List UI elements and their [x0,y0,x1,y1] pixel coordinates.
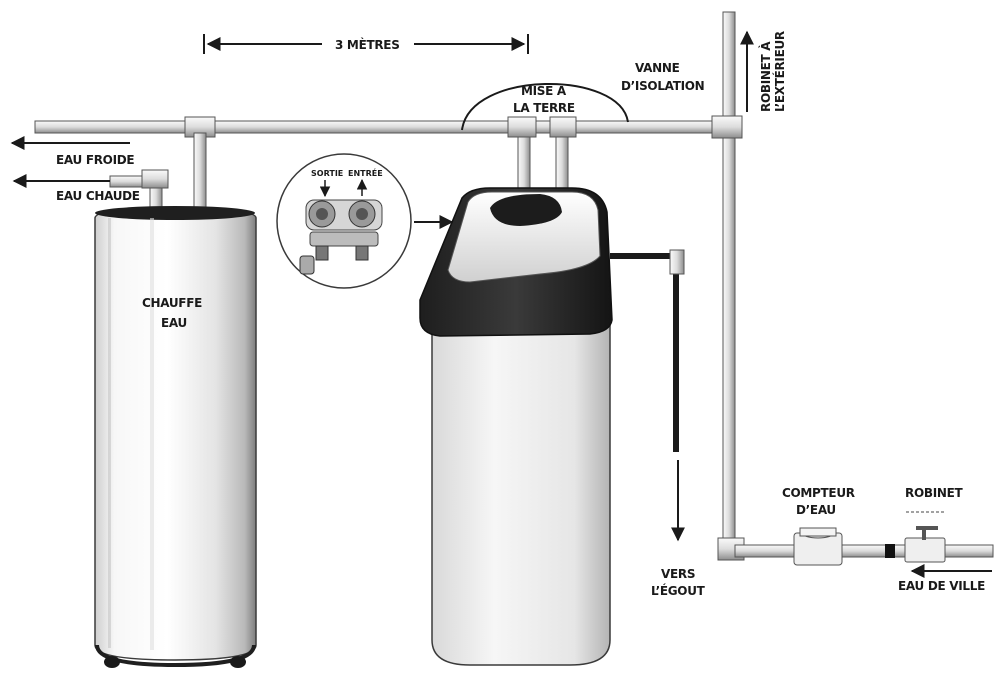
meter-label-line2: D’EAU [796,503,836,517]
hot-water-label: EAU CHAUDE [56,189,140,203]
tap-label: ROBINET [905,486,963,500]
svg-text:L’EXTÉRIEUR: L’EXTÉRIEUR [772,31,787,112]
distance-label: 3 MÈTRES [335,37,400,52]
distance-dimension [203,34,529,54]
valve-label-line1: VANNE [635,61,680,75]
ground-label-line1: MISE À [521,83,567,98]
heater-tee-fitting [184,116,216,212]
drain-label-line1: VERS [661,567,695,581]
heater-label-line2: EAU [161,316,187,330]
outdoor-tap-label: ROBINET À L’EXTÉRIEUR [758,31,787,112]
drain-line [610,249,685,542]
water-heater [94,206,257,668]
city-water-label: EAU DE VILLE [898,579,985,593]
bypass-valve-inset [276,153,412,289]
hot-water-pipe [109,169,169,213]
drain-label-line2: L’ÉGOUT [651,583,706,598]
water-meter [793,527,843,566]
svg-text:ROBINET À: ROBINET À [758,41,773,112]
softener-outlet-pipe [507,116,537,194]
heater-label-line1: CHAUFFE [142,296,202,310]
meter-label-line1: COMPTEUR [782,486,855,500]
cold-water-label: EAU FROIDE [56,153,134,167]
ground-wire-arc [461,82,629,131]
city-water-pipe [734,544,994,558]
main-valve [885,526,946,563]
valve-label-line2: D’ISOLATION [621,79,704,93]
outlet-label: SORTIE [311,169,343,178]
ground-label-line2: LA TERRE [513,101,575,115]
softener-inlet-pipe [549,116,577,194]
main-supply-pipe [34,120,736,134]
riser-pipe [711,11,745,561]
inlet-label: ENTRÉE [348,167,383,178]
water-softener [419,187,613,666]
